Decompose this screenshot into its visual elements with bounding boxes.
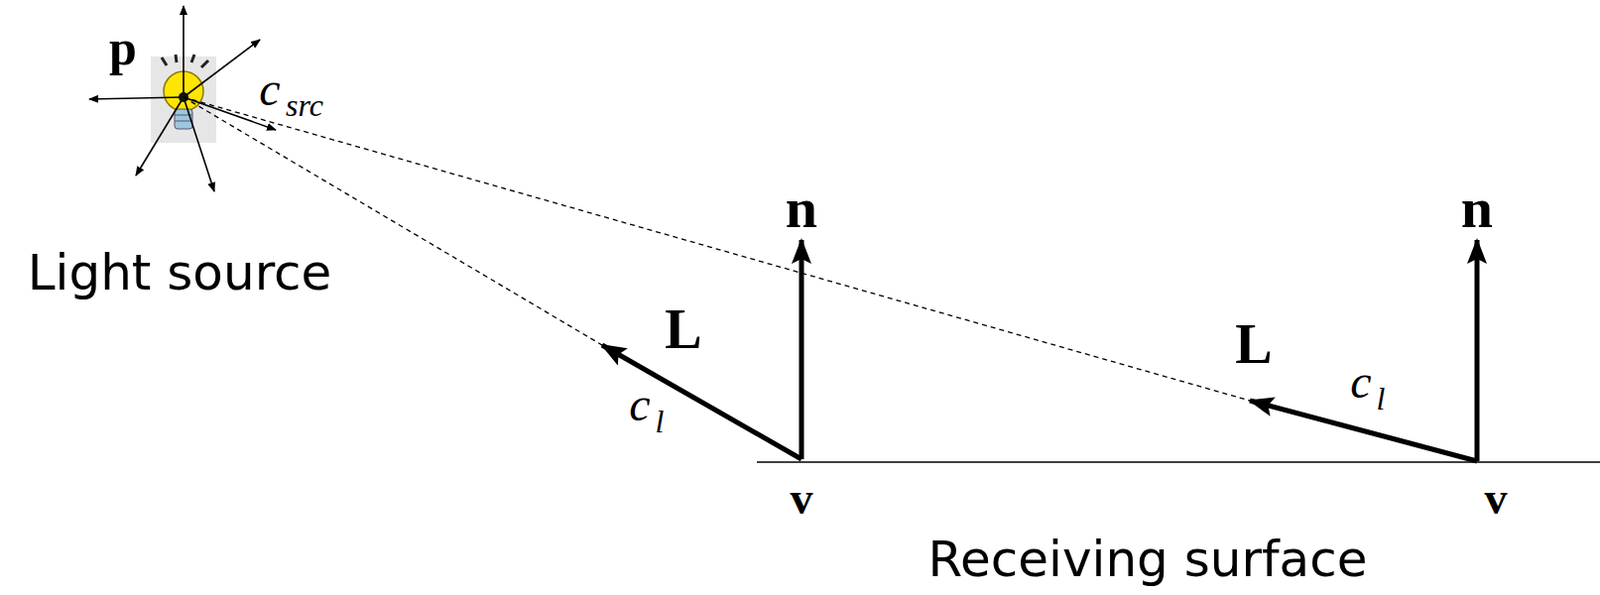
vector-label: L <box>664 301 702 358</box>
point-label: p <box>109 22 137 73</box>
vector-label: L <box>1234 316 1272 372</box>
dashed-rays <box>183 97 1250 401</box>
symbol-label: c <box>628 380 650 429</box>
point-label: v <box>1484 476 1508 522</box>
light-bulb <box>161 54 209 129</box>
subscript-label: l <box>1376 382 1386 415</box>
point-label: v <box>790 476 814 522</box>
vector-label: n <box>1461 179 1493 238</box>
symbol-label: c <box>1350 358 1371 406</box>
light-rays <box>89 5 276 192</box>
vector-label: n <box>785 179 818 238</box>
caption-label: Receiving surface <box>928 534 1368 585</box>
symbol-label: c <box>258 65 280 114</box>
subscript-label: l <box>655 405 665 438</box>
vectors <box>602 240 1477 462</box>
caption-label: Light source <box>27 247 333 298</box>
subscript-label: src <box>285 89 324 122</box>
